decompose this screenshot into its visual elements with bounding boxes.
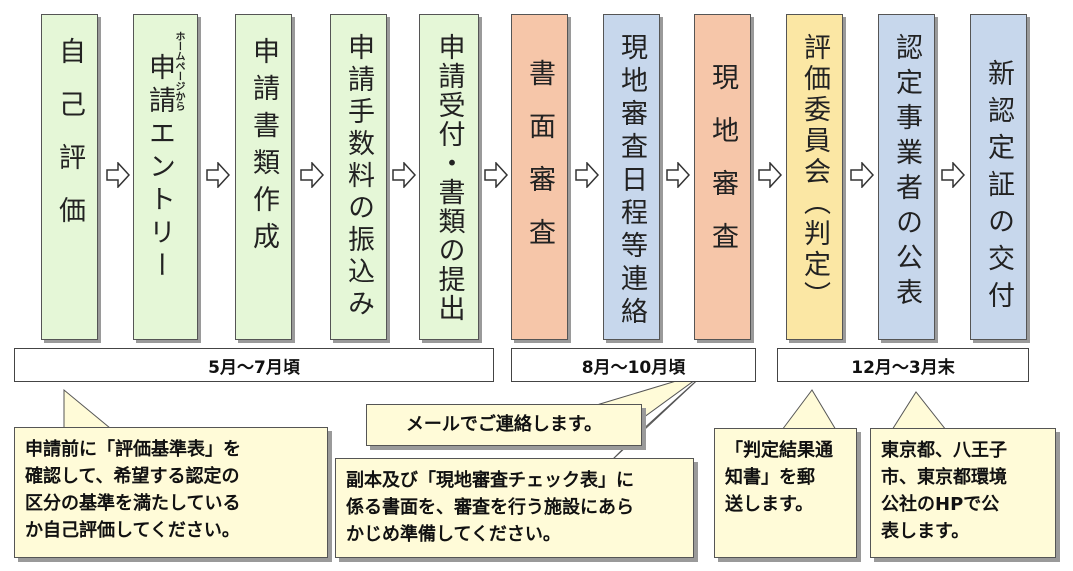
callout-mail-notice: メールでご連絡します。: [366, 404, 642, 446]
step-label: 書面審査: [524, 59, 555, 271]
step-label: 申請エントリー: [144, 53, 175, 284]
step-site-review: 現地審査: [694, 14, 751, 340]
step-note: ホームページから: [173, 31, 184, 111]
step-evaluation-committee: 評価委員会（判定）: [786, 14, 843, 340]
step-document-submission: 申請受付・書類の提出: [419, 14, 479, 340]
arrow-right-icon: [300, 162, 324, 188]
arrow-right-icon: [850, 162, 874, 188]
step-site-visit-schedule: 現地審査日程等連絡: [603, 14, 660, 340]
arrow-right-icon: [206, 162, 230, 188]
step-label: 現地審査: [707, 63, 738, 275]
period-bar-application: 5月～7月頃: [14, 348, 494, 382]
callout-self-evaluation: 申請前に「評価基準表」を 確認して、希望する認定の 区分の基準を満たしている か…: [14, 427, 328, 558]
step-label-group: ホームページから 申請エントリー: [144, 31, 185, 284]
arrow-right-icon: [758, 162, 782, 188]
step-self-evaluation: 自己評価: [41, 14, 98, 340]
arrow-right-icon: [392, 162, 416, 188]
period-bar-certification: 12月～3月末: [777, 348, 1029, 382]
callout-judgement-notice: 「判定結果通 知書」を郵 送します。: [714, 428, 857, 558]
step-fee-payment: 申請手数料の振込み: [330, 14, 387, 340]
arrow-right-icon: [666, 162, 690, 188]
step-document-preparation: 申請書類作成: [235, 14, 292, 340]
tail-judgement: [781, 389, 837, 431]
step-label: 申請受付・書類の提出: [433, 33, 465, 323]
tail-publish: [891, 391, 948, 431]
arrow-right-icon: [106, 162, 130, 188]
arrow-right-icon: [941, 162, 965, 188]
step-label: 新認定証の交付: [983, 59, 1014, 318]
step-label: 申請手数料の振込み: [343, 33, 374, 321]
step-document-review: 書面審査: [511, 14, 568, 340]
tail-self-eval: [63, 388, 112, 429]
period-bar-review: 8月～10月頃: [511, 348, 756, 382]
step-label: 認定事業者の公表: [891, 33, 922, 313]
step-application-entry: ホームページから 申請エントリー: [133, 14, 198, 340]
callout-publication-notice: 東京都、八王子 市、東京都環境 公社のHPで公 表します。: [870, 428, 1056, 558]
step-label: 申請書類作成: [248, 37, 279, 259]
step-certificate-issuance: 新認定証の交付: [970, 14, 1027, 340]
step-label: 評価委員会（判定）: [799, 33, 830, 312]
step-certified-publication: 認定事業者の公表: [878, 14, 935, 340]
arrow-right-icon: [575, 162, 599, 188]
step-label: 現地審査日程等連絡: [616, 33, 647, 330]
arrow-right-icon: [484, 162, 508, 188]
step-label: 自己評価: [54, 37, 85, 249]
callout-document-preparation: 副本及び「現地審査チェック表」に 係る書面を、審査を行う施設にあら かじめ準備し…: [335, 458, 694, 558]
